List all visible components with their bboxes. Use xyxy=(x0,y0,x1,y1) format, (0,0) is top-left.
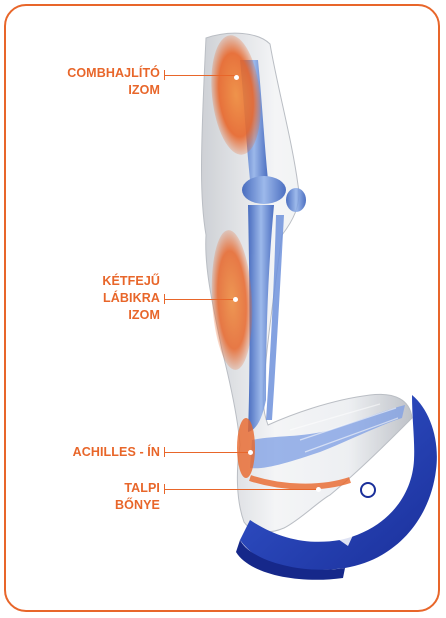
label-calf-line1: KÉTFEJŰ xyxy=(30,273,160,290)
label-achilles-leader xyxy=(164,452,250,453)
label-calf-line3: IZOM xyxy=(30,307,160,324)
label-hamstring-line1: COMBHAJLÍTÓ xyxy=(30,65,160,82)
label-calf: KÉTFEJŰ LÁBIKRA IZOM xyxy=(30,273,160,324)
label-hamstring-leader xyxy=(164,75,236,76)
label-plantar: TALPI BŐNYE xyxy=(30,480,160,514)
label-calf-leader xyxy=(164,299,236,300)
label-plantar-line1: TALPI xyxy=(30,480,160,497)
calf-marker xyxy=(233,297,238,302)
label-hamstring-line2: IZOM xyxy=(30,82,160,99)
achilles-marker xyxy=(248,450,253,455)
label-hamstring: COMBHAJLÍTÓ IZOM xyxy=(30,65,160,99)
label-plantar-leader xyxy=(164,489,318,490)
achilles-tendon xyxy=(237,418,255,478)
label-calf-line2: LÁBIKRA xyxy=(30,290,160,307)
label-plantar-line2: BŐNYE xyxy=(30,497,160,514)
hamstring-marker xyxy=(234,75,239,80)
label-achilles: ACHILLES - ÍN xyxy=(30,444,160,461)
plantar-marker xyxy=(316,487,321,492)
label-achilles-line1: ACHILLES - ÍN xyxy=(30,444,160,461)
